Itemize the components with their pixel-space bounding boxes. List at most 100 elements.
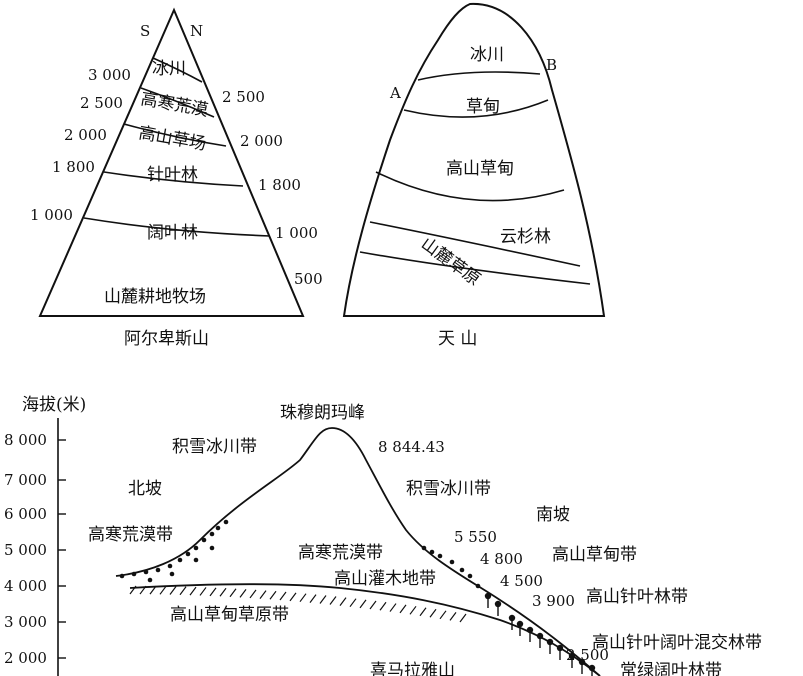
tianshan-zone-steppe: 山麓草原 [417,234,484,290]
y-tick-5000: 5 000 [4,541,47,559]
vegetation-dot [421,545,427,551]
alps-right-elev-500: 500 [294,270,323,288]
south-zone-evergreen: 常绿阔叶林带 [620,661,722,676]
south-zone-snow: 积雪冰川带 [406,479,491,499]
alps-left-elev-3000: 3 000 [88,66,131,84]
hatch-mark [319,595,327,604]
tianshan-diagram: A B 冰川 草甸 高山草甸 云杉林 山麓草原 天 山 [342,2,606,349]
hatch-mark [269,590,277,600]
hatch-mark [139,585,147,595]
hatch-mark [169,586,177,595]
y-axis-label: 海拔(米) [22,395,86,415]
tianshan-line-3 [375,171,565,202]
hatch-mark [149,585,157,595]
tree-crown [516,620,524,628]
vegetation-dot [215,525,221,531]
vegetation-dot [209,531,215,537]
south-elev-5550: 5 550 [454,528,497,546]
y-tick-6000: 6 000 [4,505,47,523]
north-slope-vegetation [119,519,229,583]
hatch-mark [309,594,317,603]
tree-crown [568,652,576,660]
alps-line-1000 [83,217,271,237]
vegetation-dot [155,567,161,573]
vegetation-dot [185,551,191,557]
south-zone-mixed: 高山针叶阔叶混交林带 [592,633,762,653]
range-label: 喜马拉雅山 [370,661,455,676]
y-axis-ticks [58,439,66,659]
vegetation-dot [167,563,173,569]
hatch-mark [279,591,287,601]
plateau-base-line [129,583,601,676]
vegetation-dot [467,573,473,579]
hatch-mark [359,599,367,609]
south-zone-meadow: 高山草甸带 [552,545,637,565]
hatch-mark [329,596,337,605]
alps-zone-farmland: 山麓耕地牧场 [104,287,206,307]
hatch-mark [459,613,467,623]
vegetation-dot [169,571,175,577]
alps-left-elev-2000: 2 000 [64,126,107,144]
hatch-mark [239,588,247,598]
vegetation-dot [459,567,465,573]
alps-zone-alpine-desert: 高寒荒漠 [139,89,209,121]
alps-south-label: S [140,22,150,40]
tianshan-point-a: A [389,84,401,102]
himalaya-diagram: 海拔(米) 8 000 7 000 6 000 5 000 4 000 3 00… [4,395,762,676]
tianshan-line-4 [369,221,581,267]
alps-triangle [38,7,305,317]
hatch-mark [209,587,217,597]
alps-zone-conifer: 针叶林 [147,165,198,185]
tianshan-point-b: B [546,56,557,74]
hatch-mark [379,601,387,611]
peak-height: 8 844.43 [378,438,445,456]
alps-line-1800 [103,171,244,187]
vegetation-dot [193,557,199,563]
tianshan-zone-alpine-meadow: 高山草甸 [446,159,514,179]
y-tick-2000: 2 000 [4,649,47,667]
tianshan-outline [342,2,606,317]
hatch-mark [159,585,167,595]
north-zone-desert: 高寒荒漠带 [88,525,173,545]
tianshan-zone-lines [359,71,591,285]
alps-zone-glacier: 冰川 [152,59,186,79]
vegetation-dot [475,583,481,589]
tianshan-title: 天 山 [438,329,477,349]
plateau-hatching [129,585,467,623]
hatch-mark [199,587,207,596]
himalaya-profile [115,427,601,676]
alps-left-elev-1800: 1 800 [52,158,95,176]
alps-zone-alpine-meadow: 高山草场 [137,123,207,155]
alps-diagram: S N 冰川 高寒荒漠 高山草场 针叶林 阔叶林 山麓耕地牧场 3 000 2 … [30,7,323,349]
north-slope-label: 北坡 [128,479,162,499]
tree-crown [494,600,502,608]
alps-zone-lines [83,57,271,237]
hatch-mark [439,610,447,620]
hatch-mark [259,590,267,599]
hatch-mark [299,593,307,603]
alps-right-elev-1800: 1 800 [258,176,301,194]
tree-crown [484,592,492,600]
tianshan-line-5 [359,251,591,285]
tree-crown [546,638,554,646]
south-elev-4800: 4 800 [480,550,523,568]
tianshan-line-a-b [417,71,541,81]
south-slope-vegetation [421,545,596,676]
hatch-mark [429,608,437,618]
tree-crown [578,658,586,666]
vegetation-dot [193,545,199,551]
peak-name: 珠穆朗玛峰 [280,403,365,423]
vegetation-dot [119,573,125,579]
tree-crown [588,664,596,672]
alps-line-3000 [152,57,203,83]
tianshan-zone-spruce: 云杉林 [500,227,551,247]
y-tick-4000: 4 000 [4,577,47,595]
vegetation-dot [437,553,443,559]
vegetation-dot [177,557,183,563]
vegetation-dot [449,559,455,565]
alps-left-elev-1000: 1 000 [30,206,73,224]
vegetation-dot [223,519,229,525]
north-zone-snow: 积雪冰川带 [172,437,257,457]
tree-crown [526,626,534,634]
hatch-mark [229,588,237,598]
